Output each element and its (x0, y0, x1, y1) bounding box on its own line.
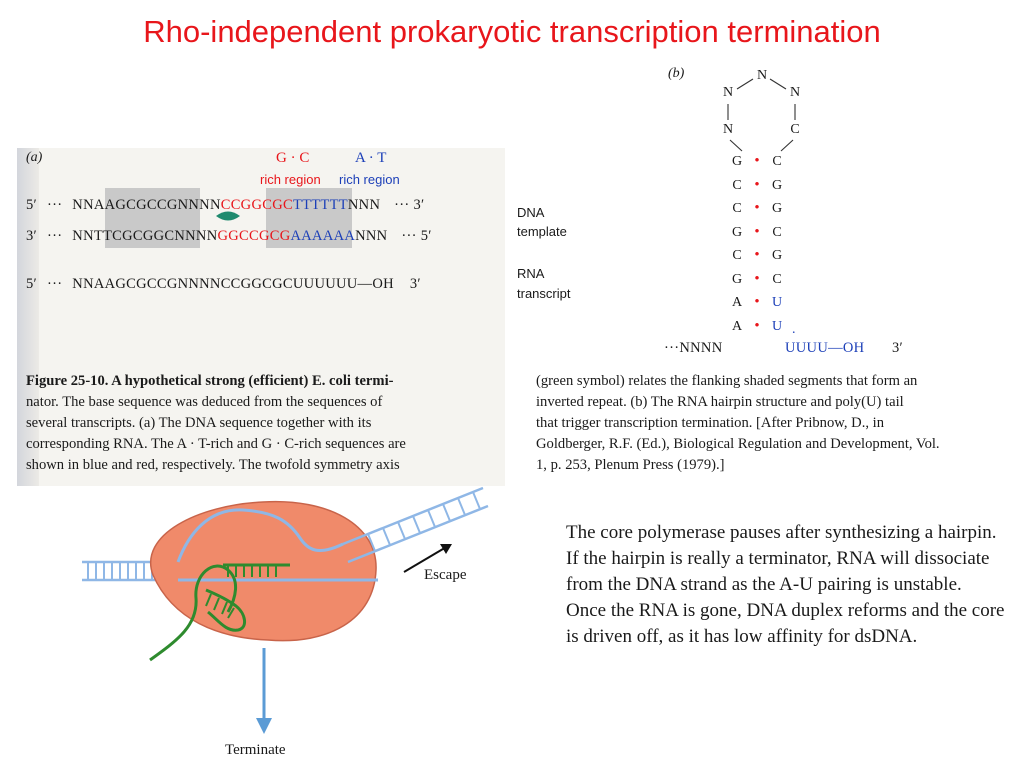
rna-label: RNA (517, 266, 545, 281)
loop-base: N (756, 68, 768, 83)
base-pair: A•U (731, 294, 783, 310)
figure-panel-a-background (17, 148, 505, 486)
shaded-segment-right (266, 188, 352, 248)
gc-region-header: G · C (276, 150, 310, 166)
rna-hairpin (149, 563, 290, 662)
explanation-text: The core polymerase pauses after synthes… (566, 522, 1005, 647)
base-pair: G•C (731, 153, 782, 169)
dna-strand-top: 5′ ··· NNAAGCGCCGNNNNCCGGCGCTTTTTTNNN ··… (26, 197, 425, 213)
termination-diagram (82, 486, 489, 734)
scan-edge (17, 148, 39, 486)
rna-polymerase (150, 500, 377, 642)
loop-base: N (722, 122, 734, 137)
hairpin-loop-connectors (727, 78, 796, 152)
base-pair: A•U (731, 317, 783, 334)
shaded-segment-left (105, 188, 200, 248)
tail-dot: . (792, 322, 796, 337)
figure-caption-right: (green symbol) relates the flanking shad… (536, 373, 940, 473)
dna-strand-bottom: 3′ ··· NNTTCGCGGCNNNNGGCCGCGAAAAAANNN ··… (26, 228, 432, 244)
rna-transcript-sequence: 5′ ··· NNAAGCGCCGNNNNCCGGCGCUUUUUU—OH 3′ (26, 276, 421, 292)
panel-a-label: (a) (26, 150, 43, 165)
base-pair: C•G (732, 176, 783, 193)
base-pair: C•G (732, 200, 783, 216)
escape-label: Escape (424, 567, 467, 583)
gc-region-sub: rich region (260, 172, 321, 187)
dna-label: DNA (517, 205, 545, 220)
dna-template-label: template (517, 224, 567, 239)
slide-title: Rho-independent prokaryotic transcriptio… (143, 14, 881, 49)
symmetry-axis-icon (216, 211, 240, 221)
dna-template-strand-bubble (176, 508, 344, 563)
hairpin-tail-polyu: UUUU—OH (785, 340, 865, 356)
dna-duplex-right (342, 486, 489, 564)
loop-base: N (789, 85, 801, 100)
figure-caption-left: Figure 25-10. A hypothetical strong (eff… (26, 373, 406, 473)
at-region-header: A · T (355, 150, 387, 166)
hairpin-3prime: 3′ (892, 340, 904, 356)
panel-b-label: (b) (668, 66, 685, 81)
hairpin-tail-left: ···NNNN (664, 340, 723, 356)
at-region-sub: rich region (339, 172, 400, 187)
escape-arrow-icon (403, 544, 452, 573)
loop-base: N (722, 85, 734, 100)
loop-base: C (790, 122, 800, 137)
base-pair: G•C (731, 223, 782, 240)
hairpin-stem: G•C C•G C•G G•C C•G G•C A•U A•U (728, 152, 786, 340)
terminate-label: Terminate (225, 742, 286, 758)
base-pair: G•C (731, 270, 782, 287)
terminate-arrow-icon (256, 648, 272, 734)
rna-transcript-label: transcript (517, 286, 571, 301)
base-pair: C•G (732, 247, 783, 263)
